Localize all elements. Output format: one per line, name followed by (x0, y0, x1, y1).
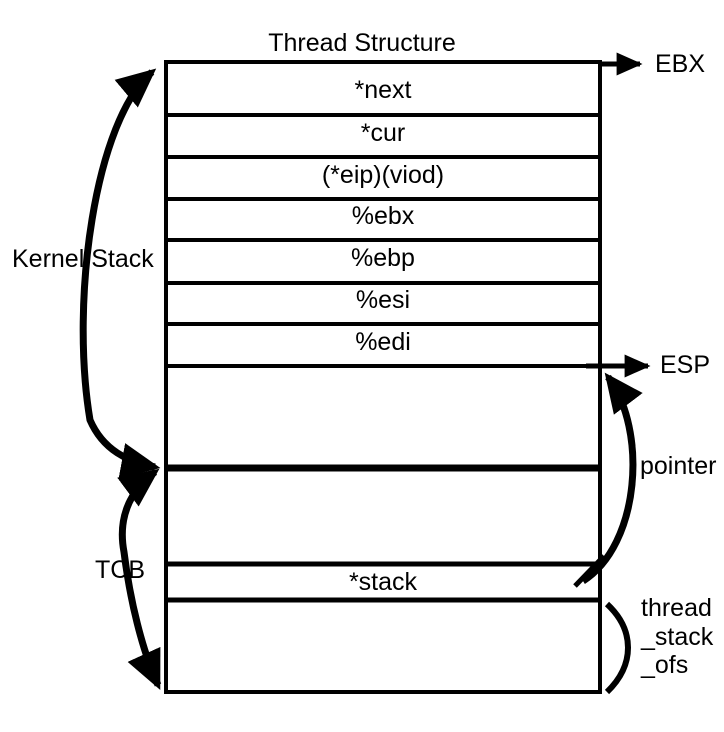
thread-structure-box (164, 60, 602, 694)
row-next-label: *next (354, 76, 412, 104)
row-stack-label: *stack (348, 568, 418, 596)
thread-stack-ofs-bracket (604, 601, 631, 695)
row-eip-label: (*eip)(viod) (321, 161, 445, 189)
row-esi-label: %esi (355, 286, 411, 314)
ebx-label: EBX (655, 50, 706, 78)
thread-stack-ofs-label: thread _stack _ofs (641, 594, 713, 680)
thread-stack-ofs-line-2: _stack (641, 622, 714, 651)
tcb-label: TCB (95, 556, 145, 584)
page-title: Thread Structure (268, 29, 456, 57)
stack-pointer-arrow (581, 372, 643, 584)
thread-stack-ofs-line-1: thread (641, 594, 712, 622)
stack-pointer-tail (573, 554, 606, 588)
kernel-stack-arrow (79, 68, 161, 479)
thread-stack-ofs-line-3: _ofs (641, 651, 689, 679)
pointer-label: pointer (640, 452, 717, 480)
tcb-arrow (117, 468, 162, 690)
kernel-stack-label: Kernel Stack (12, 245, 154, 273)
row-edi-label: %edi (355, 328, 411, 356)
esp-label: ESP (660, 351, 711, 379)
row-ebx-label: %ebx (351, 202, 415, 230)
row-cur-label: *cur (360, 119, 406, 147)
row-ebp-label: %ebp (351, 244, 415, 272)
